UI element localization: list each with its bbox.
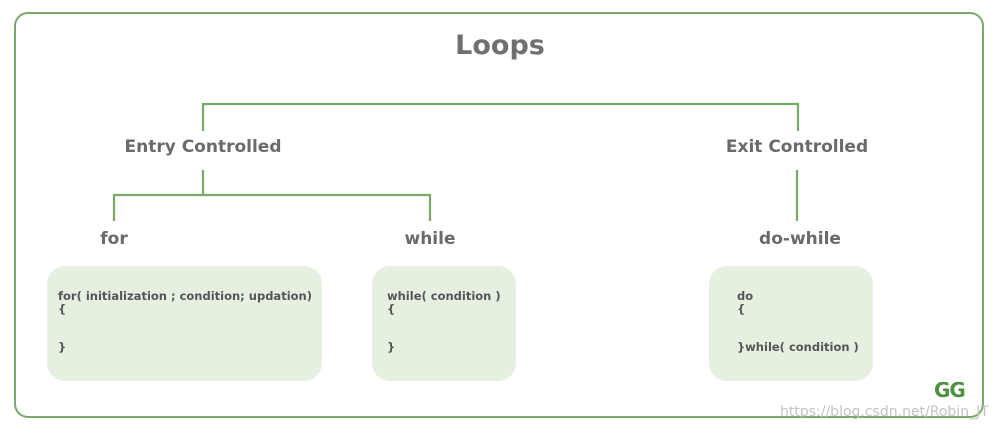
while-syntax-code: while( condition ) { } [387,290,506,354]
code-line: while( condition ) [387,289,501,303]
while-syntax-box: while( condition ) { } [372,266,516,381]
connector-root-to-categories [201,102,800,131]
connector-entry-to-while [203,193,432,221]
code-line: do [737,289,754,303]
for-syntax-box: for( initialization ; condition; updatio… [47,266,322,381]
code-line: } [58,340,67,354]
code-line: { [387,302,396,316]
code-line: } [387,340,396,354]
code-line: { [58,302,67,316]
for-syntax-code: for( initialization ; condition; updatio… [58,290,312,354]
node-while: while [404,229,456,249]
code-line: }while( condition ) [737,340,859,354]
do-while-syntax-box: do { }while( condition ) [709,266,873,381]
node-do-while: do-while [759,229,841,249]
gfg-logo: GG [934,378,966,402]
watermark-url: https://blog.csdn.net/Robin_JT [780,404,989,420]
node-for: for [100,229,128,249]
connector-entry-to-children [112,170,205,221]
node-entry-controlled: Entry Controlled [124,137,282,157]
diagram-title: Loops [455,30,545,61]
code-line: for( initialization ; condition; updatio… [58,289,312,303]
diagram-frame [14,12,984,418]
do-while-syntax-code: do { }while( condition ) [737,290,863,354]
node-exit-controlled: Exit Controlled [725,137,869,157]
code-line: { [737,302,746,316]
